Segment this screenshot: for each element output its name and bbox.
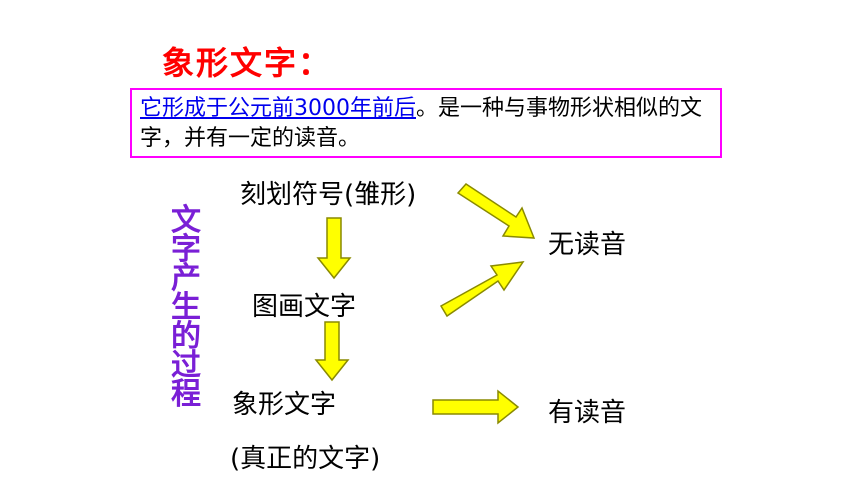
process-label-char: 过 <box>171 348 201 383</box>
arrow-down-2 <box>314 321 350 382</box>
arrow-down-1 <box>316 217 352 280</box>
arrow-diag-up <box>439 261 525 318</box>
process-label-char: 生 <box>171 290 201 325</box>
process-label-char: 产 <box>171 261 201 296</box>
definition-text: 。是一种与事物形状相似的文字，并有一定的读音。 <box>140 96 703 151</box>
process-label: 文 字 产 生 的 过 程 <box>168 203 204 412</box>
process-label-char: 程 <box>171 377 201 412</box>
process-label-char: 文 <box>171 203 201 238</box>
node-no-sound: 无读音 <box>548 230 627 260</box>
definition-box: 它形成于公元前3000年前后。是一种与事物形状相似的文字，并有一定的读音。 <box>130 88 722 158</box>
definition-link[interactable]: 它形成于公元前3000年前后 <box>140 96 416 121</box>
arrow-diag-down <box>456 183 536 239</box>
slide-title: 象形文字： <box>162 44 333 82</box>
node-carved-symbols: 刻划符号(雏形) <box>240 180 417 210</box>
node-picture-writing: 图画文字 <box>252 292 357 322</box>
node-has-sound: 有读音 <box>548 398 627 428</box>
process-label-char: 字 <box>171 232 201 267</box>
process-label-char: 的 <box>171 319 201 354</box>
node-pictograph: 象形文字 <box>232 390 337 420</box>
arrow-right <box>432 389 520 425</box>
node-true-writing: (真正的文字) <box>230 444 381 474</box>
